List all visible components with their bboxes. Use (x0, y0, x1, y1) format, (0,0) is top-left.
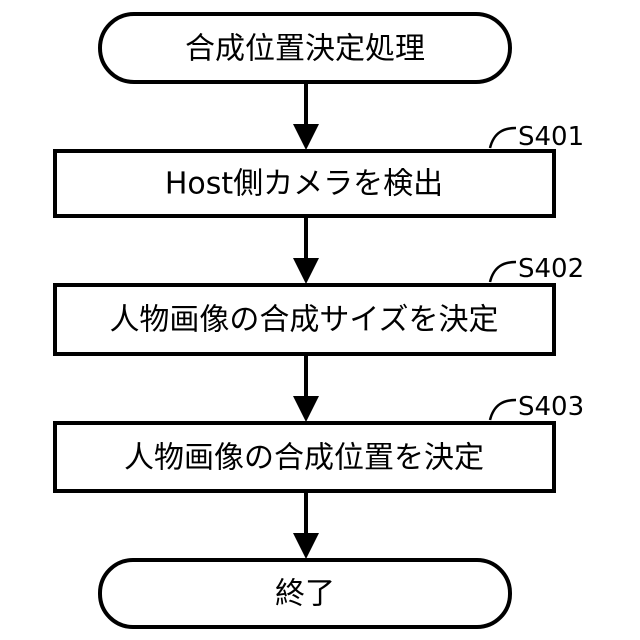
node-s402: 人物画像の合成サイズを決定 (55, 285, 554, 354)
node-s401-label: Host側カメラを検出 (165, 167, 443, 202)
node-s402-label: 人物画像の合成サイズを決定 (109, 303, 498, 338)
step-label-s403-text: S403 (518, 392, 584, 422)
edge-s401-to-s402 (293, 216, 319, 284)
step-label-s401: S401 (490, 122, 584, 152)
node-s403-label: 人物画像の合成位置を決定 (124, 441, 484, 476)
step-label-s402: S402 (490, 254, 584, 284)
node-start: 合成位置決定処理 (100, 14, 510, 82)
edge-start-to-s401 (293, 82, 319, 150)
node-start-label: 合成位置決定処理 (185, 32, 425, 67)
step-label-s401-text: S401 (518, 122, 584, 152)
node-s403: 人物画像の合成位置を決定 (55, 423, 554, 491)
edge-s402-to-s403 (293, 354, 319, 422)
node-end: 終了 (100, 560, 510, 627)
node-end-label: 終了 (275, 577, 335, 612)
step-label-s403: S403 (490, 392, 584, 422)
edge-s403-to-end (293, 491, 319, 559)
node-s401: Host側カメラを検出 (55, 151, 554, 216)
step-label-s402-text: S402 (518, 254, 584, 284)
